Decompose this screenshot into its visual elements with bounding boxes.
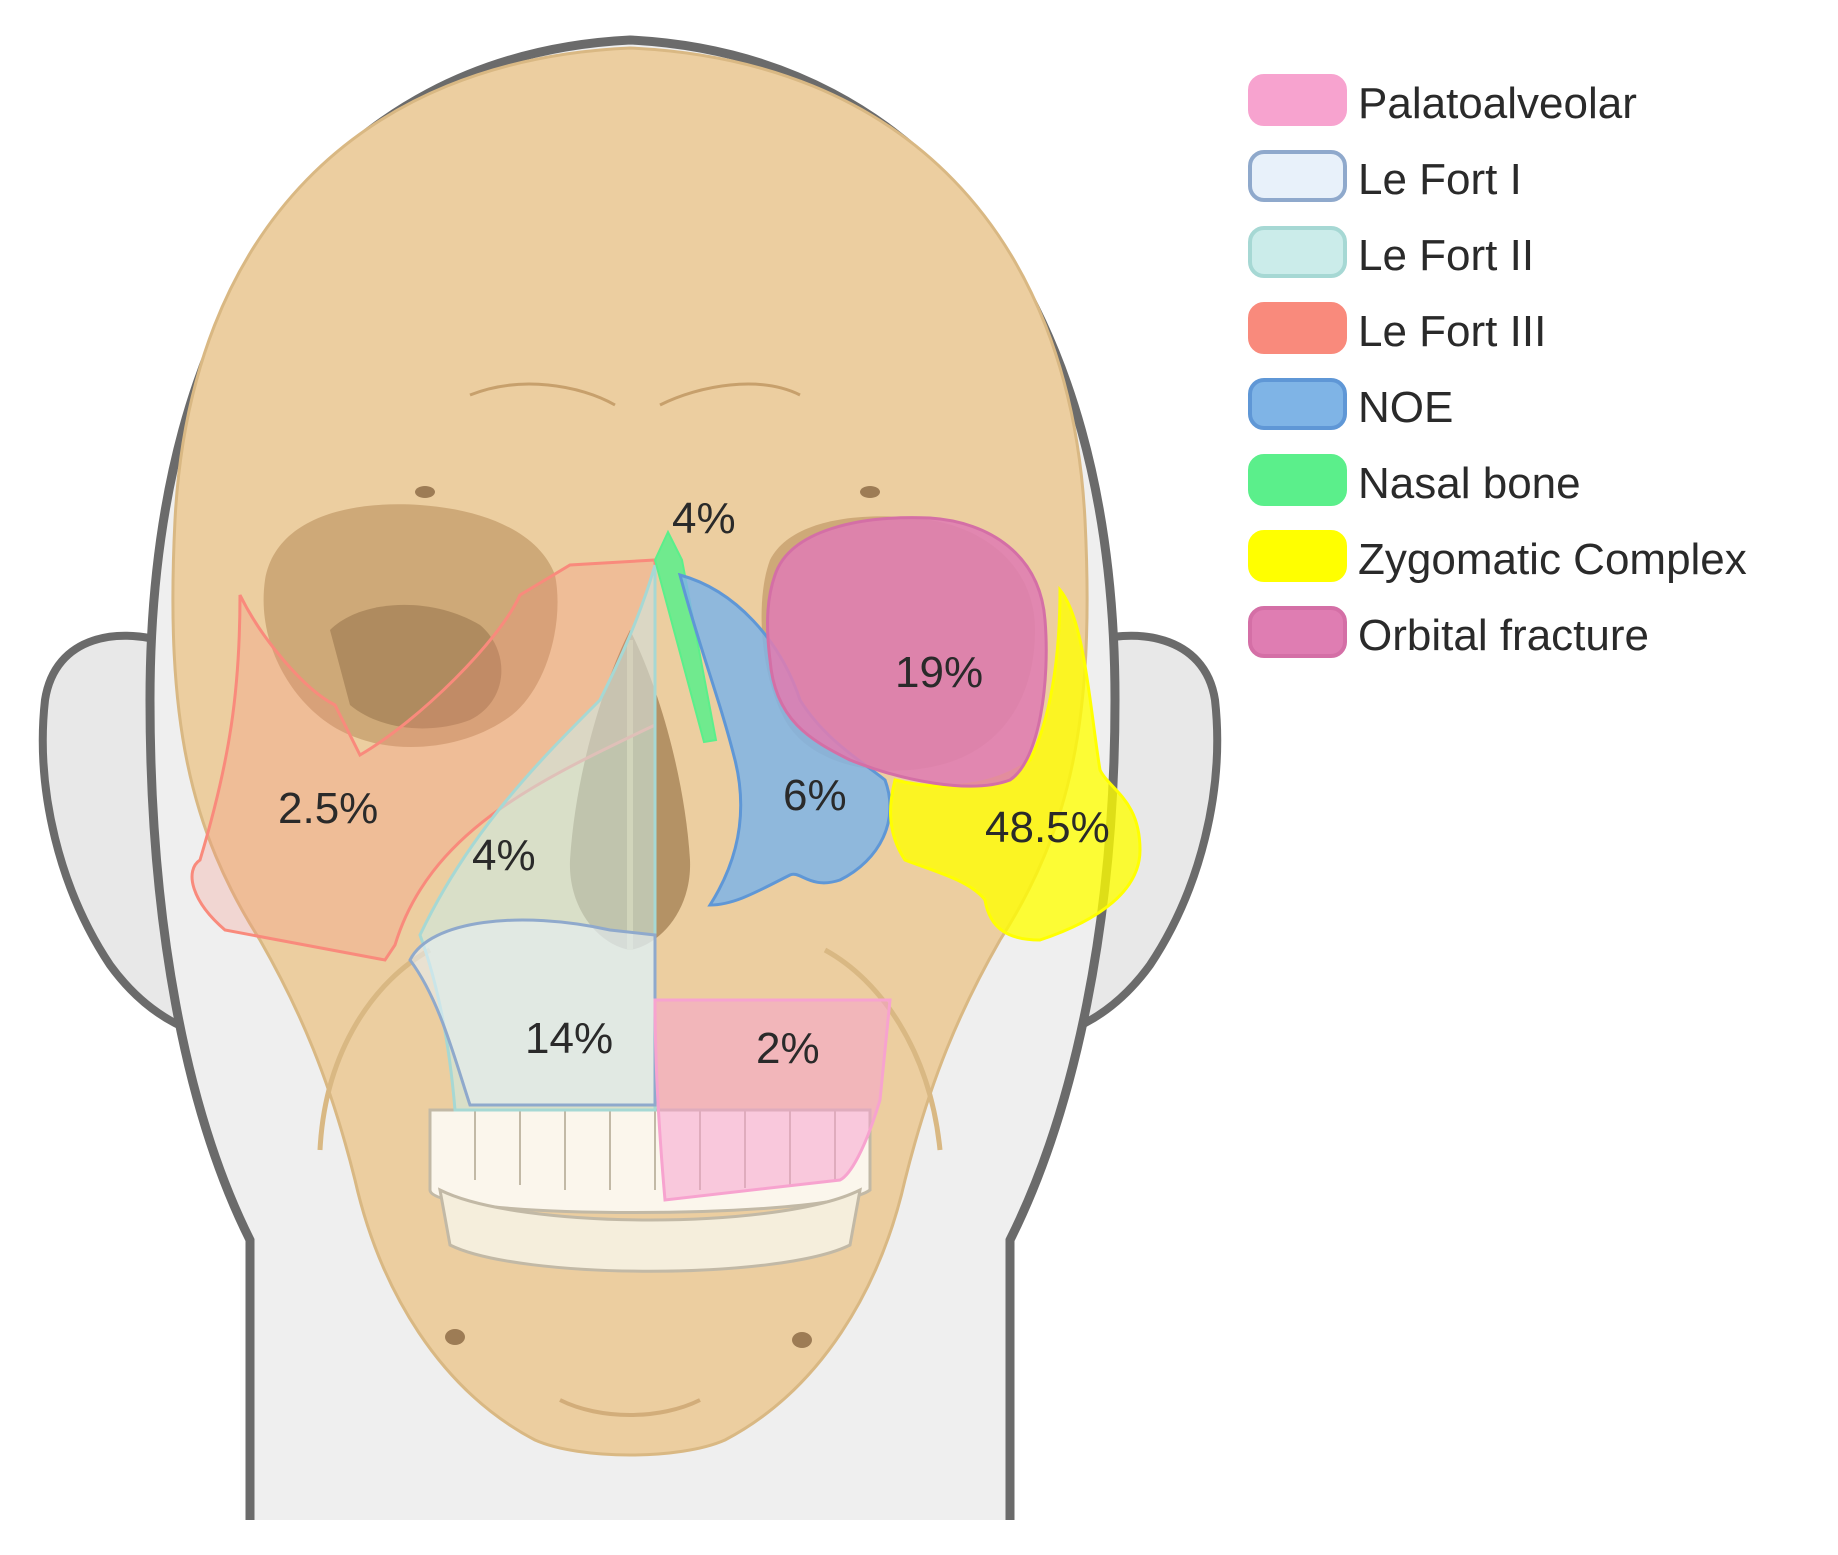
legend-label-palatoalveolar: Palatoalveolar xyxy=(1358,79,1637,128)
lower-teeth xyxy=(437,1187,863,1273)
legend-label-lefort1: Le Fort I xyxy=(1358,155,1522,204)
forehead-line-left xyxy=(469,382,616,407)
legend-swatch-noe xyxy=(1248,378,1347,430)
fracture-regions xyxy=(190,516,1142,1202)
mental-foramen-right xyxy=(792,1332,812,1348)
palatoalveolar-region xyxy=(653,998,892,1202)
nasal-region xyxy=(653,529,718,744)
legend-label-nasal: Nasal bone xyxy=(1358,459,1581,508)
chin-line xyxy=(559,1398,701,1417)
legend-swatch-lefort1 xyxy=(1248,150,1347,202)
region-label-nasal: 4% xyxy=(672,494,736,543)
supraorbital-foramen-right xyxy=(860,486,880,498)
region-label-palatoalveolar: 2% xyxy=(756,1024,820,1073)
region-label-lefort1: 14% xyxy=(525,1014,613,1063)
region-labels: 4% 19% 2.5% 6% 48.5% 4% 14% 2% xyxy=(278,494,1110,1073)
mental-foramen-left xyxy=(445,1329,465,1345)
legend-label-orbital: Orbital fracture xyxy=(1358,611,1649,660)
legend-label-zygomatic: Zygomatic Complex xyxy=(1358,535,1747,584)
cheek-contour-right xyxy=(317,947,432,1151)
legend-swatch-zygomatic xyxy=(1248,530,1347,582)
legend-swatch-palatoalveolar xyxy=(1248,74,1347,126)
forehead-line-right xyxy=(659,382,801,407)
supraorbital-foramen-left xyxy=(415,486,435,498)
region-label-zygomatic: 48.5% xyxy=(985,803,1110,852)
region-label-orbital: 19% xyxy=(895,648,983,697)
region-label-noe: 6% xyxy=(783,771,847,820)
legend-swatch-lefort3 xyxy=(1248,302,1347,354)
legend-label-lefort3: Le Fort III xyxy=(1358,307,1546,356)
legend-swatch-orbital xyxy=(1248,606,1347,658)
cheek-contour-left xyxy=(823,947,943,1151)
legend-label-lefort2: Le Fort II xyxy=(1358,231,1534,280)
orbital-region xyxy=(766,516,1048,788)
region-label-lefort3: 2.5% xyxy=(278,784,378,833)
right-orbit-shadow xyxy=(330,604,502,729)
legend-label-noe: NOE xyxy=(1358,383,1453,432)
legend: Palatoalveolar Le Fort I Le Fort II Le F… xyxy=(1248,74,1747,660)
legend-swatch-nasal xyxy=(1248,454,1347,506)
region-label-lefort2: 4% xyxy=(472,831,536,880)
lefort1-region xyxy=(408,918,657,1107)
legend-swatch-lefort2 xyxy=(1248,226,1347,278)
